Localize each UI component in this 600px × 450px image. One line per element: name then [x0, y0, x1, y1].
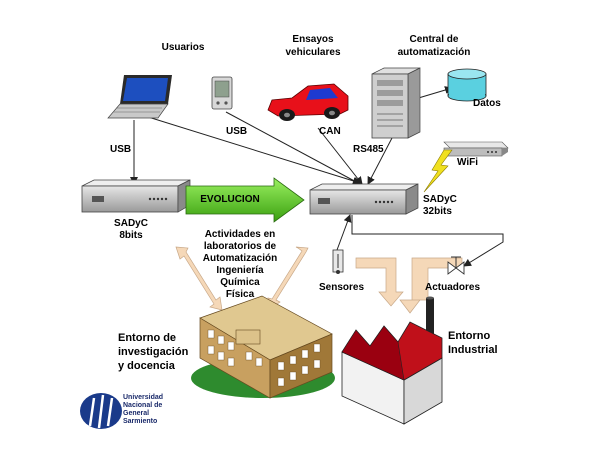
sadyc8-label-line1: SADyC	[114, 218, 148, 229]
actuadores-label: Actuadores	[425, 282, 481, 293]
server-icon	[371, 67, 421, 139]
usb-link-pda-sadyc32	[225, 111, 361, 185]
can-link-car-sadyc32	[317, 127, 363, 185]
central-label-line1: Central de	[409, 34, 459, 45]
rs485-link-central-sadyc32	[367, 137, 393, 185]
sensors-peach-arrow	[355, 257, 404, 307]
university-name: Universidad Nacional de General Sarmient…	[123, 394, 163, 426]
entorno-ind-line1: Entorno	[448, 330, 491, 342]
database-icon	[447, 68, 487, 102]
can-label: CAN	[319, 126, 341, 137]
actividades-line4: Ingeniería	[216, 265, 264, 276]
entorno-inv-line1: Entorno de	[118, 332, 177, 344]
sadyc8-label-line2: 8bits	[119, 230, 143, 241]
ensayos-label-line2: vehiculares	[285, 47, 341, 58]
actividades-line6: Física	[225, 289, 255, 300]
rs485-label: RS485	[353, 144, 384, 155]
lightning-icon	[423, 149, 453, 193]
evolucion-label: EVOLUCION	[200, 194, 260, 205]
sensor-icon	[332, 249, 344, 274]
car-icon	[267, 83, 349, 121]
sadyc32-label-line2: 32bits	[423, 206, 452, 217]
usb-mid-label: USB	[226, 126, 248, 137]
sadyc-8bits-device	[81, 179, 191, 213]
sensors-to-sadyc32-link	[336, 214, 352, 251]
entorno-inv-line3: y docencia	[118, 360, 175, 372]
entorno-inv-line2: investigación	[118, 346, 189, 358]
actividades-line5: Química	[220, 277, 260, 288]
ensayos-label-line1: Ensayos	[292, 34, 334, 45]
factory-icon	[341, 296, 443, 425]
university-line4: Sarmiento	[123, 418, 158, 425]
university-line2: Nacional de	[123, 402, 163, 409]
actividades-line2: laboratorios de	[203, 241, 277, 252]
usb-left-label: USB	[110, 144, 132, 155]
wifi-router-icon	[443, 141, 509, 157]
university-logo-icon	[80, 393, 122, 429]
entorno-ind-line2: Industrial	[448, 344, 498, 356]
central-label-line2: automatización	[397, 47, 471, 58]
actuator-bus-line	[351, 215, 504, 267]
sadyc-32bits-device	[309, 183, 419, 215]
usuarios-label: Usuarios	[161, 42, 205, 53]
laptop-to-sadyc32-link	[144, 115, 361, 185]
actividades-line1: Actividades en	[204, 229, 276, 240]
laptop-icon	[107, 75, 172, 119]
datos-label: Datos	[473, 98, 501, 109]
sadyc32-label-line1: SADyC	[423, 194, 457, 205]
research-building-icon	[191, 295, 335, 399]
actividades-line3: Automatización	[202, 253, 278, 264]
university-line1: Universidad	[123, 394, 164, 401]
pda-icon	[211, 76, 233, 110]
sensores-label: Sensores	[319, 282, 365, 293]
wifi-label: WiFi	[457, 157, 479, 168]
valve-icon	[447, 256, 465, 275]
evolucion-arrow	[185, 177, 305, 223]
university-line3: General	[123, 410, 150, 417]
